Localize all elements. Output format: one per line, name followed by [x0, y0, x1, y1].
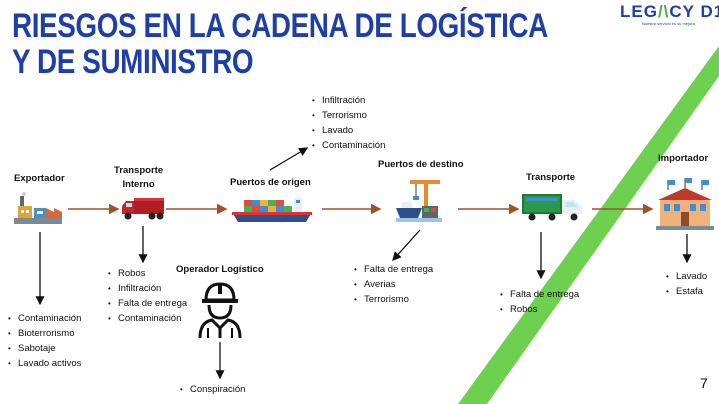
list-item: Robos [108, 266, 187, 281]
list-item: Bioterrorismo [8, 326, 81, 341]
list-item: Infiltración [312, 93, 385, 108]
risk-list-exportador: Contaminación Bioterrorismo Sabotaje Lav… [8, 311, 81, 371]
risk-list-puertos-origen: Infiltración Terrorismo Lavado Contamina… [312, 93, 385, 153]
worker-icon [198, 282, 242, 339]
factory-icon [14, 192, 62, 224]
cargo-ship-icon [232, 198, 312, 222]
node-label-exportador: Exportador [14, 173, 65, 184]
list-item: Contaminación [8, 311, 81, 326]
risk-arrow-puertos-origen [269, 147, 309, 171]
node-label-transporte: Transporte [526, 172, 576, 183]
list-item: Conspiración [180, 382, 245, 397]
list-item: Lavado [666, 269, 707, 284]
risk-arrow-puertos-destino [392, 229, 421, 261]
list-item: Robos [500, 302, 579, 317]
list-item: Infiltración [108, 281, 187, 296]
list-item: Falta de entrega [354, 262, 433, 277]
list-item: Lavado activos [8, 356, 81, 371]
node-label-puertos-origen: Puertos de origen [230, 177, 311, 188]
risk-list-transporte-interno: Robos Infiltración Falta de entrega Cont… [108, 266, 187, 326]
list-item: Contaminación [312, 138, 385, 153]
node-label-importador: Importador [658, 153, 709, 164]
list-item: Averias [354, 277, 433, 292]
truck-icon [122, 198, 164, 220]
port-crane-icon [396, 180, 442, 222]
node-label-puertos-destino: Puertos de destino [378, 159, 464, 170]
building-icon [656, 178, 714, 230]
list-item: Lavado [312, 123, 385, 138]
list-item: Sabotaje [8, 341, 81, 356]
list-item: Falta de entrega [500, 287, 579, 302]
company-logo: LEG/\CY D1 Nuestro servicio es su mejora [620, 2, 719, 30]
page-title: RIESGOS EN LA CADENA DE LOGÍSTICA Y DE S… [12, 8, 548, 80]
node-label-operador-logistico: Operador Logístico [176, 264, 264, 275]
risk-list-operador-logistico: Conspiración [180, 382, 245, 397]
delivery-truck-icon [522, 194, 582, 221]
list-item: Terrorismo [312, 108, 385, 123]
page-number: 7 [700, 375, 708, 391]
logo-tagline: Nuestro servicio es su mejora [642, 21, 695, 26]
logo-wordmark: LEG/\CY D1 [620, 2, 719, 21]
title-line-2: Y DE SUMINISTRO [12, 43, 254, 81]
risk-list-puertos-destino: Falta de entrega Averias Terrorismo [354, 262, 433, 307]
risk-list-transporte: Falta de entrega Robos [500, 287, 579, 317]
list-item: Estafa [666, 284, 707, 299]
list-item: Terrorismo [354, 292, 433, 307]
title-line-1: RIESGOS EN LA CADENA DE LOGÍSTICA [12, 7, 548, 45]
list-item: Contaminación [108, 311, 187, 326]
node-label-transporte-interno: Transporte Interno [114, 165, 164, 190]
risk-list-importador: Lavado Estafa [666, 269, 707, 299]
list-item: Falta de entrega [108, 296, 187, 311]
